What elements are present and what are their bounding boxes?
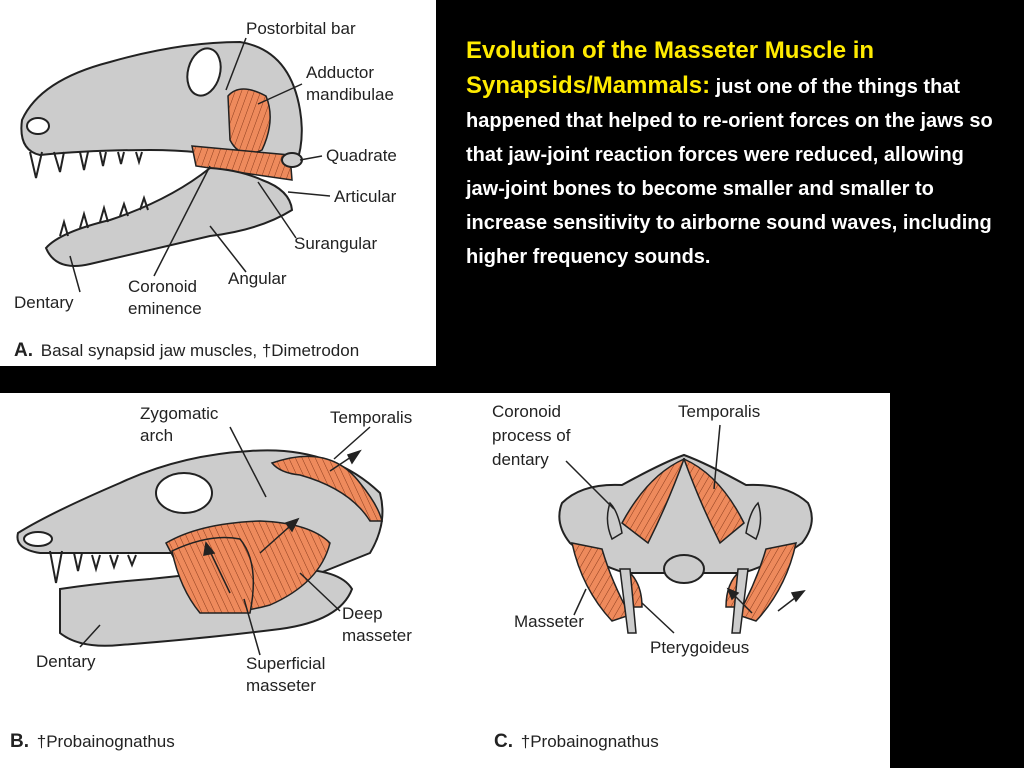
label-dentary: Dentary (14, 293, 74, 312)
coronoid-process-right (745, 501, 762, 541)
caption-b-text: †Probainognathus (36, 732, 175, 751)
label-superficial-masseter-line2: masseter (246, 676, 316, 695)
slide-text: Evolution of the Masseter Muscle in Syna… (466, 34, 996, 274)
adductor-muscle (227, 88, 271, 155)
jaw-ramus-left (619, 568, 637, 634)
label-adductor-line2: mandibulae (306, 85, 394, 104)
slide-body: just one of the things that happened tha… (466, 76, 993, 268)
caption-b-letter: B. (10, 731, 29, 752)
label-pterygoideus: Pterygoideus (650, 638, 750, 657)
temporalis-muscle (270, 455, 383, 522)
nostril (26, 117, 50, 135)
caption-b: B. †Probainognathus (10, 731, 175, 753)
muscle-direction-arrows (726, 587, 806, 614)
label-coronoid-line1: Coronoid (128, 277, 197, 296)
label-angular: Angular (228, 269, 287, 288)
upper-teeth (49, 550, 137, 584)
leader-lines-c (565, 424, 721, 634)
masseter-muscle-right (736, 542, 797, 622)
label-coronoid-process-line3: dentary (492, 450, 549, 469)
leader-lines-a (69, 37, 331, 293)
label-superficial-masseter-line1: Superficial (246, 654, 326, 673)
figure-panel-c: Coronoid process of dentary Temporalis M… (452, 393, 890, 768)
leader-lines-b (79, 426, 371, 656)
label-deep-masseter-line2: masseter (342, 626, 412, 645)
upper-teeth (29, 151, 143, 179)
label-dentary: Dentary (36, 652, 96, 671)
label-zygomatic-line2: arch (140, 426, 174, 445)
label-articular: Articular (334, 187, 397, 206)
label-temporalis: Temporalis (678, 402, 761, 421)
slide-heading: Evolution of the Masseter Muscle in Syna… (466, 37, 875, 99)
nostril (23, 531, 53, 547)
caption-a-text: Basal synapsid jaw muscles, †Dimetrodon (40, 341, 360, 360)
temporalis-muscle-right (682, 457, 745, 545)
label-quadrate: Quadrate (326, 146, 397, 165)
lower-teeth (59, 194, 149, 237)
superficial-masseter-muscle (171, 536, 255, 614)
probainognathus-front-illustration (558, 424, 813, 634)
figure-panel-a: Postorbital bar Adductor mandibulae Quad… (0, 0, 436, 366)
label-deep-masseter-line1: Deep (342, 604, 383, 623)
orbit (186, 47, 222, 97)
dimetrodon-skull-illustration (20, 37, 331, 293)
label-adductor-line1: Adductor (306, 63, 375, 82)
label-coronoid-process-line2: process of (492, 426, 571, 445)
occipital-condyle (663, 554, 705, 584)
label-temporalis: Temporalis (330, 408, 413, 427)
label-coronoid-line2: eminence (128, 299, 202, 318)
label-zygomatic-line1: Zygomatic (140, 404, 219, 423)
caption-c: C. †Probainognathus (494, 731, 659, 753)
label-surangular: Surangular (294, 234, 378, 253)
caption-a-letter: A. (14, 340, 33, 361)
figure-panel-b: Zygomatic arch Temporalis Deep masseter … (0, 393, 452, 768)
label-coronoid-process-line1: Coronoid (492, 402, 561, 421)
masseter-muscle-left (571, 542, 632, 622)
caption-a: A. Basal synapsid jaw muscles, †Dimetrod… (14, 340, 359, 362)
probainognathus-side-illustration (16, 426, 384, 656)
caption-c-text: †Probainognathus (520, 732, 659, 751)
muscle-direction-arrows (203, 449, 362, 594)
muscle-band (191, 145, 293, 181)
lower-jaw (44, 166, 294, 267)
orbit (155, 472, 213, 514)
label-postorbital-bar: Postorbital bar (246, 19, 356, 38)
coronoid-process-left (606, 501, 623, 541)
caption-c-letter: C. (494, 731, 513, 752)
label-masseter: Masseter (514, 612, 584, 631)
